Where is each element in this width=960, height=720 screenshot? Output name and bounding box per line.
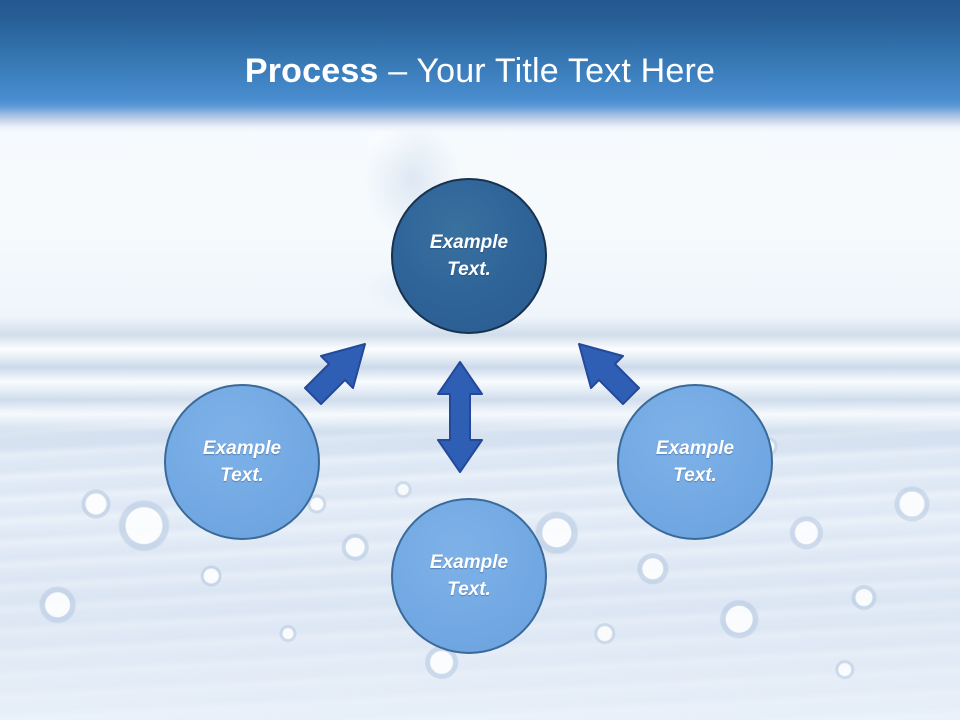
process-node-left-line1: Example: [202, 438, 282, 459]
process-node-right-label: Example Text.: [646, 435, 744, 489]
process-node-left-label: Example Text.: [193, 435, 291, 489]
process-node-left[interactable]: Example Text.: [164, 384, 320, 540]
process-node-right[interactable]: Example Text.: [617, 384, 773, 540]
page-title-rest: – Your Title Text Here: [378, 52, 716, 90]
process-node-top-label: Example Text.: [420, 229, 518, 283]
process-node-bottom-line2: Text.: [447, 579, 491, 600]
title-banner: Process – Your Title Text Here: [0, 0, 960, 132]
process-node-bottom[interactable]: Example Text.: [391, 498, 547, 654]
process-node-top-line2: Text.: [447, 259, 491, 280]
connector-top-bottom: [437, 361, 483, 473]
process-node-top[interactable]: Example Text.: [391, 178, 547, 334]
process-node-right-line2: Text.: [673, 465, 717, 486]
process-node-bottom-line1: Example: [429, 552, 509, 573]
page-title-strong: Process: [244, 52, 379, 90]
connector-top-right: [578, 343, 640, 405]
process-node-bottom-label: Example Text.: [420, 549, 518, 603]
page-title: Process – Your Title Text Here: [0, 50, 960, 92]
process-node-left-line2: Text.: [220, 465, 264, 486]
connector-top-left: [304, 343, 366, 405]
process-node-top-line1: Example: [429, 232, 509, 253]
process-node-right-line1: Example: [655, 438, 735, 459]
